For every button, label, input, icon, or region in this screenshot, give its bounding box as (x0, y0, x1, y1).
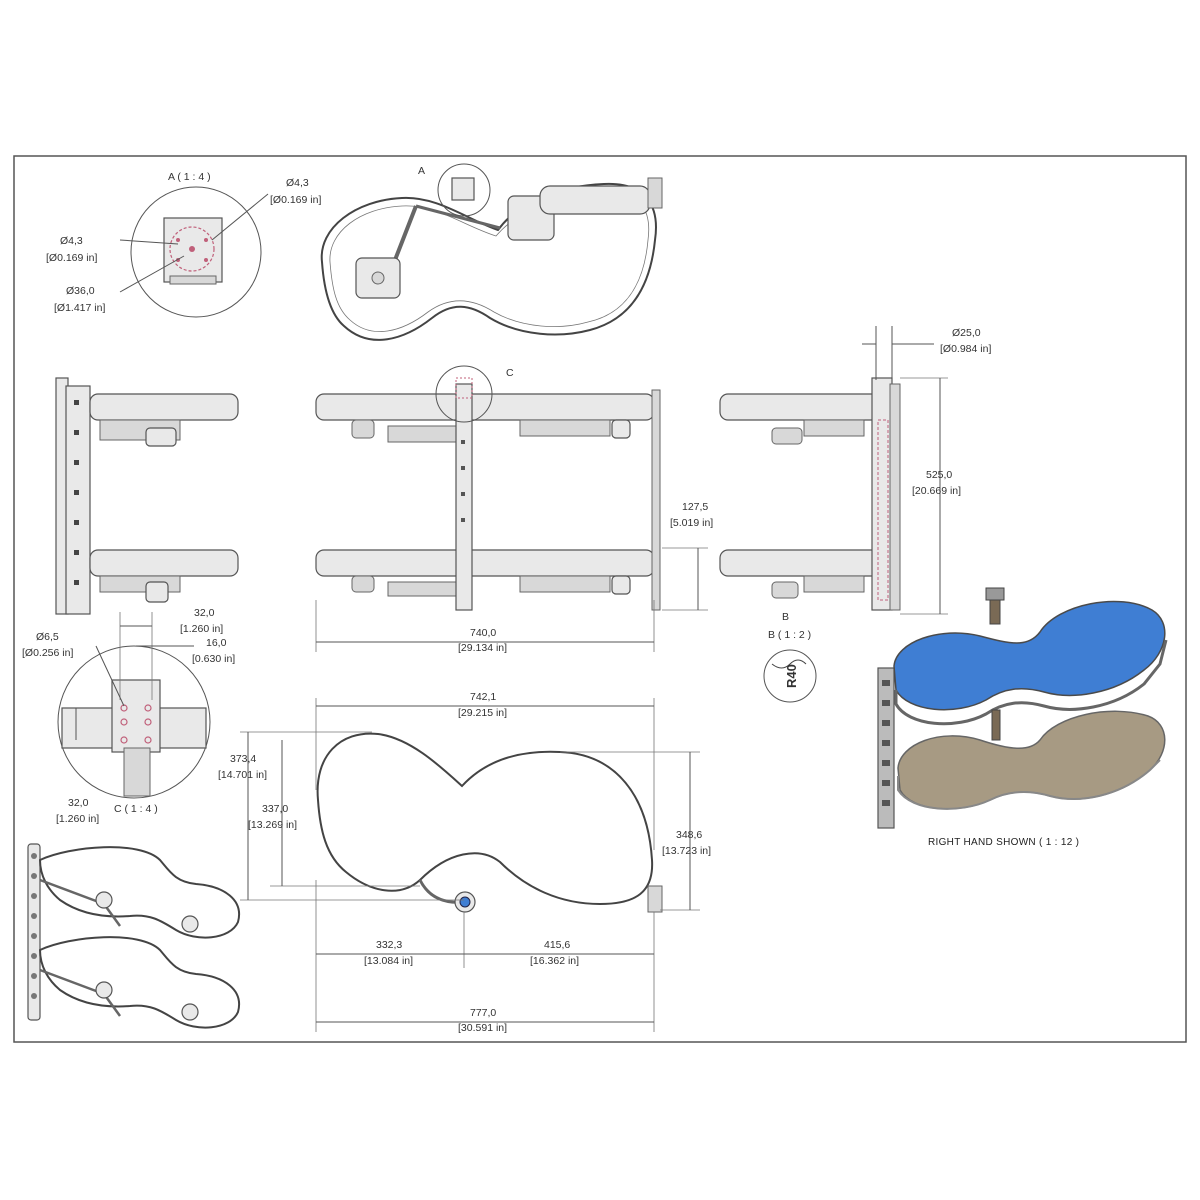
plan-right-depth-metric: 348,6 (676, 829, 702, 841)
isometric-color-view (877, 587, 1168, 829)
detail-a-title: A ( 1 : 4 ) (168, 171, 211, 183)
plan-top-width-metric: 742,1 (470, 691, 496, 703)
callout-b: B (782, 611, 789, 623)
plan-left-depth-imperial: [14.701 in] (218, 769, 267, 781)
plan-right-depth-imperial: [13.723 in] (662, 845, 711, 857)
height-imperial: [20.669 in] (912, 485, 961, 497)
detail-b-view (763, 649, 817, 703)
view-caption: RIGHT HAND SHOWN ( 1 : 12 ) (928, 837, 1079, 848)
plan-inner-depth-dimension (270, 740, 420, 887)
post-metric: Ø25,0 (952, 327, 981, 339)
shelf-gap-imperial: [5.019 in] (670, 517, 713, 529)
detail-c-spacing-imperial: [1.260 in] (180, 623, 223, 635)
detail-a-bore-metric: Ø36,0 (66, 285, 95, 297)
detail-a-bore-imperial: [Ø1.417 in] (54, 302, 105, 314)
detail-b-title: B ( 1 : 2 ) (768, 629, 811, 641)
plan-top-width-imperial: [29.215 in] (458, 707, 507, 719)
left-elevation-view (55, 377, 239, 615)
plan-left-to-pivot-imperial: [13.084 in] (364, 955, 413, 967)
callout-c: C (506, 367, 514, 379)
isometric-line-view (27, 843, 241, 1029)
detail-c-hole-metric: Ø6,5 (36, 631, 59, 643)
detail-c-vertical-metric: 32,0 (68, 797, 89, 809)
detail-a-view (119, 186, 269, 318)
callout-a: A (418, 165, 425, 177)
shelf-gap-metric: 127,5 (682, 501, 708, 513)
detail-c-hole-imperial: [Ø0.256 in] (22, 647, 73, 659)
detail-c-half-imperial: [0.630 in] (192, 653, 235, 665)
front-width-metric: 740,0 (470, 627, 496, 639)
detail-a-hole-left-metric: Ø4,3 (60, 235, 83, 247)
detail-a-hole-top-metric: Ø4,3 (286, 177, 309, 189)
plan-inner-depth-imperial: [13.269 in] (248, 819, 297, 831)
detail-a-hole-top-imperial: [Ø0.169 in] (270, 194, 321, 206)
plan-split-dimension (315, 880, 655, 1032)
main-plan-view (316, 732, 663, 913)
plan-overall-metric: 777,0 (470, 1007, 496, 1019)
plan-pivot-to-right-imperial: [16.362 in] (530, 955, 579, 967)
front-elevation-view (315, 365, 661, 611)
plan-pivot-to-right-metric: 415,6 (544, 939, 570, 951)
drawing-border (13, 155, 1187, 1043)
plan-top-width-dimension (315, 698, 655, 850)
post-imperial: [Ø0.984 in] (940, 343, 991, 355)
bottom-shelf (897, 710, 1166, 810)
plan-overall-imperial: [30.591 in] (458, 1022, 507, 1034)
detail-c-vertical-imperial: [1.260 in] (56, 813, 99, 825)
plan-left-to-pivot-metric: 332,3 (376, 939, 402, 951)
plan-inner-depth-metric: 337,0 (262, 803, 288, 815)
height-metric: 525,0 (926, 469, 952, 481)
right-elevation-view (719, 326, 901, 611)
detail-c-view (57, 612, 211, 799)
height-dimension (900, 377, 948, 615)
detail-c-half-metric: 16,0 (206, 637, 227, 649)
top-plan-view (320, 163, 663, 341)
plan-right-depth-dimension (560, 751, 700, 911)
plan-left-depth-metric: 373,4 (230, 753, 256, 765)
front-width-dimension (315, 600, 655, 652)
plan-left-depth-dimension (240, 731, 464, 901)
detail-b-radius: R40 (784, 664, 799, 688)
shelf-gap-dimension (662, 547, 708, 611)
detail-c-title: C ( 1 : 4 ) (114, 803, 158, 815)
detail-a-hole-left-imperial: [Ø0.169 in] (46, 252, 97, 264)
front-width-imperial: [29.134 in] (458, 642, 507, 654)
detail-c-spacing-metric: 32,0 (194, 607, 215, 619)
top-shelf (893, 600, 1166, 711)
